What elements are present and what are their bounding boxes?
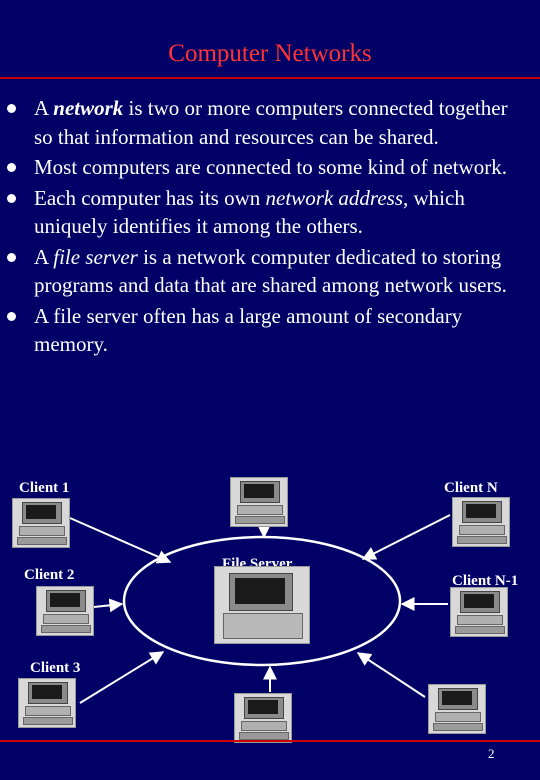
bullet-text: A network is two or more computers conne… bbox=[34, 96, 508, 149]
label-client2: Client 2 bbox=[24, 567, 75, 583]
bullet-icon bbox=[7, 163, 16, 172]
bullet-item: Most computers are connected to some kin… bbox=[0, 153, 540, 182]
page-number: 2 bbox=[488, 746, 495, 761]
footer-rule bbox=[0, 740, 540, 742]
bullet-text-segment: Most computers are connected to some kin… bbox=[34, 155, 507, 179]
client1-computer-icon bbox=[12, 498, 70, 548]
clientN-computer-icon bbox=[452, 497, 510, 547]
link-right-bottom bbox=[356, 652, 426, 698]
bullet-item: A file server often has a large amount o… bbox=[0, 302, 540, 359]
client3-computer-icon bbox=[18, 678, 76, 728]
bullet-text-segment: A file server often has a large amount o… bbox=[34, 303, 463, 357]
right-bottom-client-computer-icon bbox=[428, 684, 486, 734]
bullet-item: A network is two or more computers conne… bbox=[0, 94, 540, 151]
bullet-text-segment: file server bbox=[53, 244, 138, 269]
clientN1-computer-icon bbox=[450, 587, 508, 637]
top-client-computer-icon bbox=[230, 477, 288, 527]
bullet-text: Each computer has its own network addres… bbox=[34, 186, 465, 239]
bottom-client-computer-icon bbox=[234, 693, 292, 743]
label-client1: Client 1 bbox=[19, 480, 70, 496]
bullet-list: A network is two or more computers conne… bbox=[0, 94, 540, 361]
bullet-icon bbox=[7, 193, 16, 203]
label-client3: Client 3 bbox=[30, 660, 81, 676]
bullet-text: A file server is a network computer dedi… bbox=[34, 245, 507, 298]
bullet-icon bbox=[7, 311, 16, 321]
label-clientN1: Client N-1 bbox=[452, 573, 519, 589]
file-server-computer-icon bbox=[214, 566, 310, 644]
bullet-text-segment: is a network computer dedicated to stori… bbox=[34, 244, 507, 298]
link-client1 bbox=[69, 517, 172, 564]
bullet-text-segment: network address bbox=[265, 185, 403, 210]
client2-computer-icon bbox=[36, 586, 94, 636]
bullet-text-segment: network bbox=[53, 96, 124, 120]
bullet-icon bbox=[7, 104, 16, 113]
bullet-icon bbox=[7, 252, 16, 262]
bullet-text: A file server often has a large amount o… bbox=[34, 304, 462, 357]
link-client3 bbox=[79, 651, 165, 704]
link-clientN bbox=[361, 514, 451, 560]
bullet-text-segment: A bbox=[34, 244, 54, 269]
bullet-text: Most computers are connected to some kin… bbox=[34, 155, 507, 179]
bullet-text-segment: is two or more computers connected toget… bbox=[34, 96, 508, 149]
bullet-text-segment: , which uniquely identifies it among the… bbox=[34, 185, 465, 239]
label-clientN: Client N bbox=[444, 480, 498, 496]
bullet-item: Each computer has its own network addres… bbox=[0, 184, 540, 241]
slide-title: Computer Networks bbox=[168, 40, 372, 67]
title-rule bbox=[0, 77, 540, 79]
bullet-text-segment: A bbox=[34, 96, 54, 120]
bullet-text-segment: Each computer has its own bbox=[34, 185, 266, 210]
link-client2 bbox=[93, 598, 124, 613]
bullet-item: A file server is a network computer dedi… bbox=[0, 243, 540, 300]
